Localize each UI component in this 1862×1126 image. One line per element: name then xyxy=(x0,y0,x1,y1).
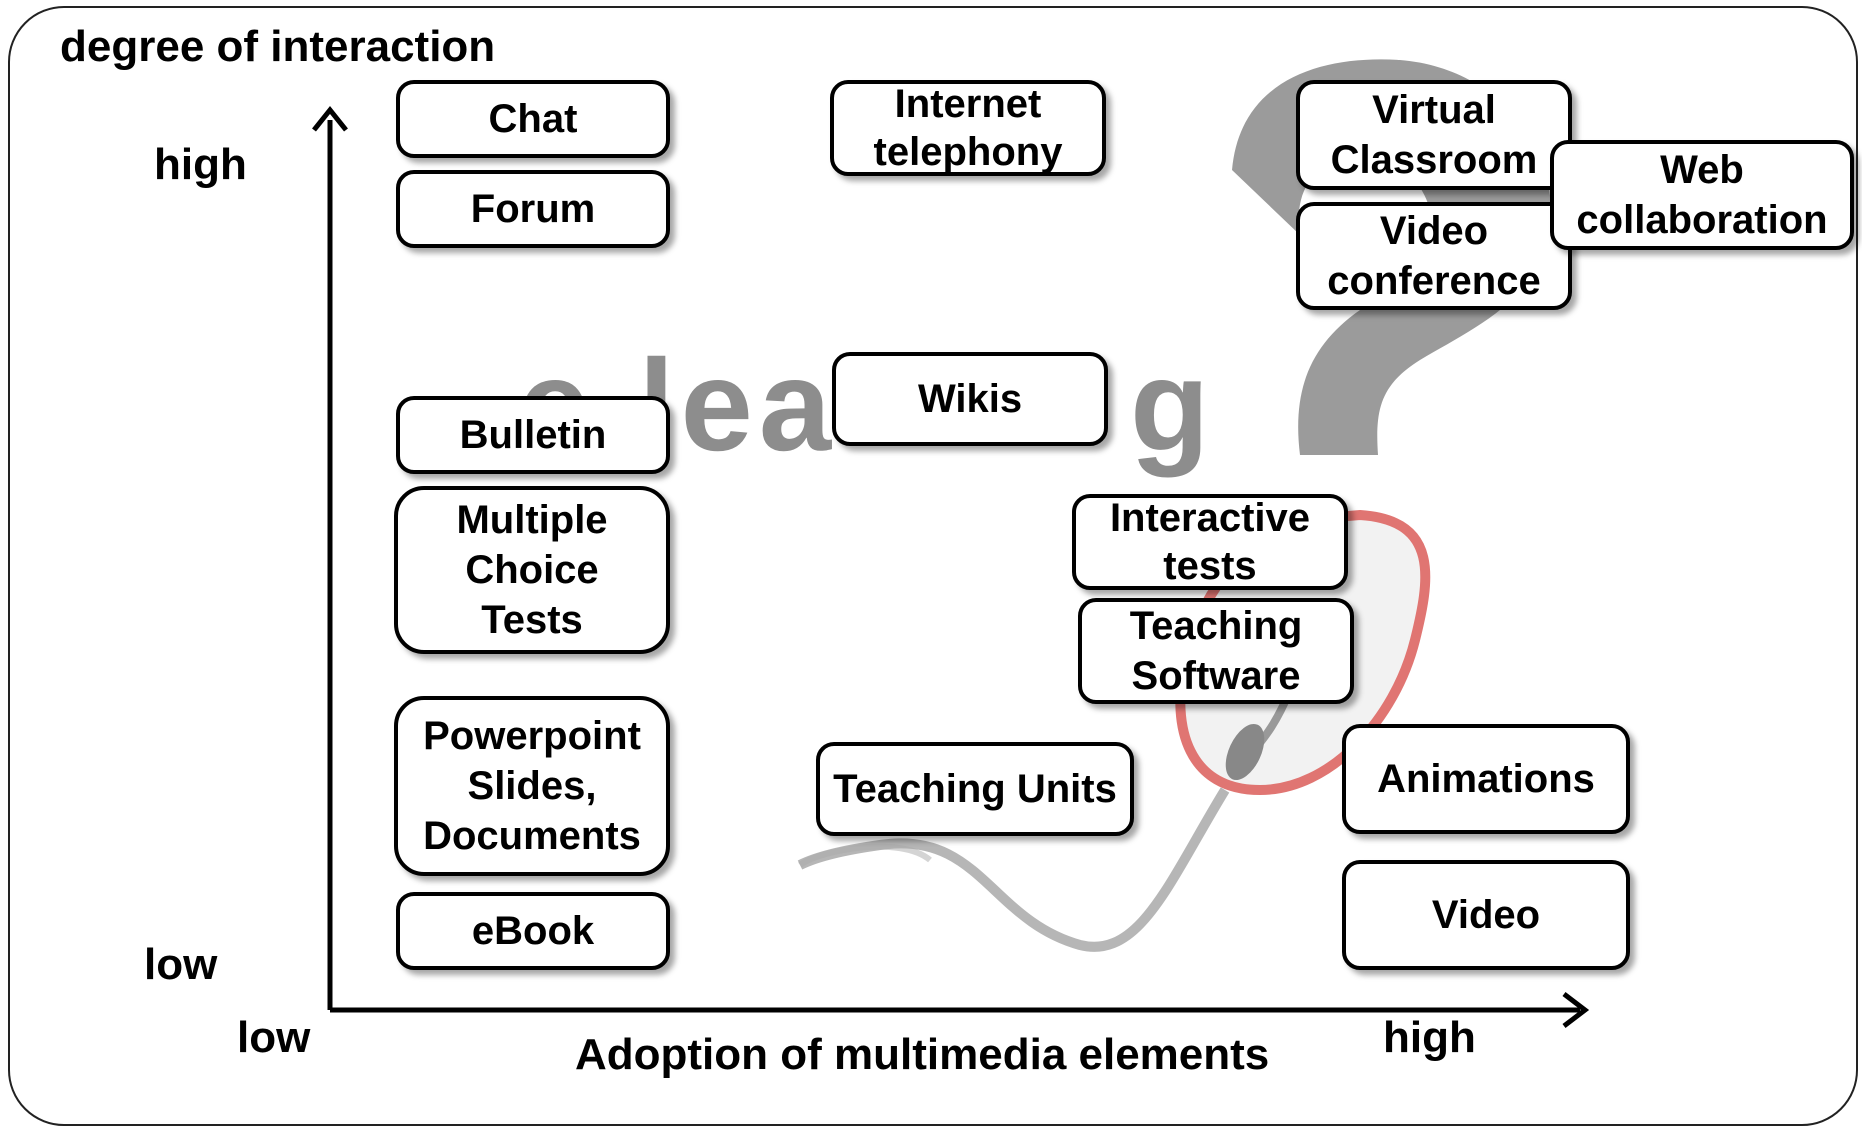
box-video-conference: Video conference xyxy=(1296,202,1572,310)
box-ebook: eBook xyxy=(396,892,670,970)
x-axis-arrowhead xyxy=(1562,992,1590,1028)
box-interactive-tests: Interactive tests xyxy=(1072,494,1348,590)
box-teaching-units: Teaching Units xyxy=(816,742,1134,836)
box-teaching-software: Teaching Software xyxy=(1078,598,1354,704)
y-axis-low-label: low xyxy=(144,940,218,989)
x-axis-low-label: low xyxy=(237,1013,311,1062)
box-bulletin: Bulletin xyxy=(396,396,670,474)
box-wikis: Wikis xyxy=(832,352,1108,446)
y-axis-arrowhead xyxy=(312,105,348,132)
diagram-slide: e lea g degree of interaction high low l… xyxy=(8,6,1858,1126)
x-axis xyxy=(330,992,1590,1028)
x-axis-high-label: high xyxy=(1383,1013,1476,1062)
box-chat: Chat xyxy=(396,80,670,158)
box-virtual-classroom: Virtual Classroom xyxy=(1296,80,1572,190)
box-forum: Forum xyxy=(396,170,670,248)
box-multiple-choice-tests: Multiple Choice Tests xyxy=(394,486,670,654)
box-web-collaboration: Web collaboration xyxy=(1550,140,1854,250)
watermark-right: g xyxy=(1130,332,1216,478)
y-axis-title: degree of interaction xyxy=(60,22,496,71)
y-axis xyxy=(312,105,348,1010)
y-axis-high-label: high xyxy=(154,140,247,189)
box-internet-telephony: Internet telephony xyxy=(830,80,1106,176)
box-video: Video xyxy=(1342,860,1630,970)
box-animations: Animations xyxy=(1342,724,1630,834)
box-powerpoint-slides-documents: Powerpoint Slides, Documents xyxy=(394,696,670,876)
x-axis-title: Adoption of multimedia elements xyxy=(575,1030,1270,1079)
